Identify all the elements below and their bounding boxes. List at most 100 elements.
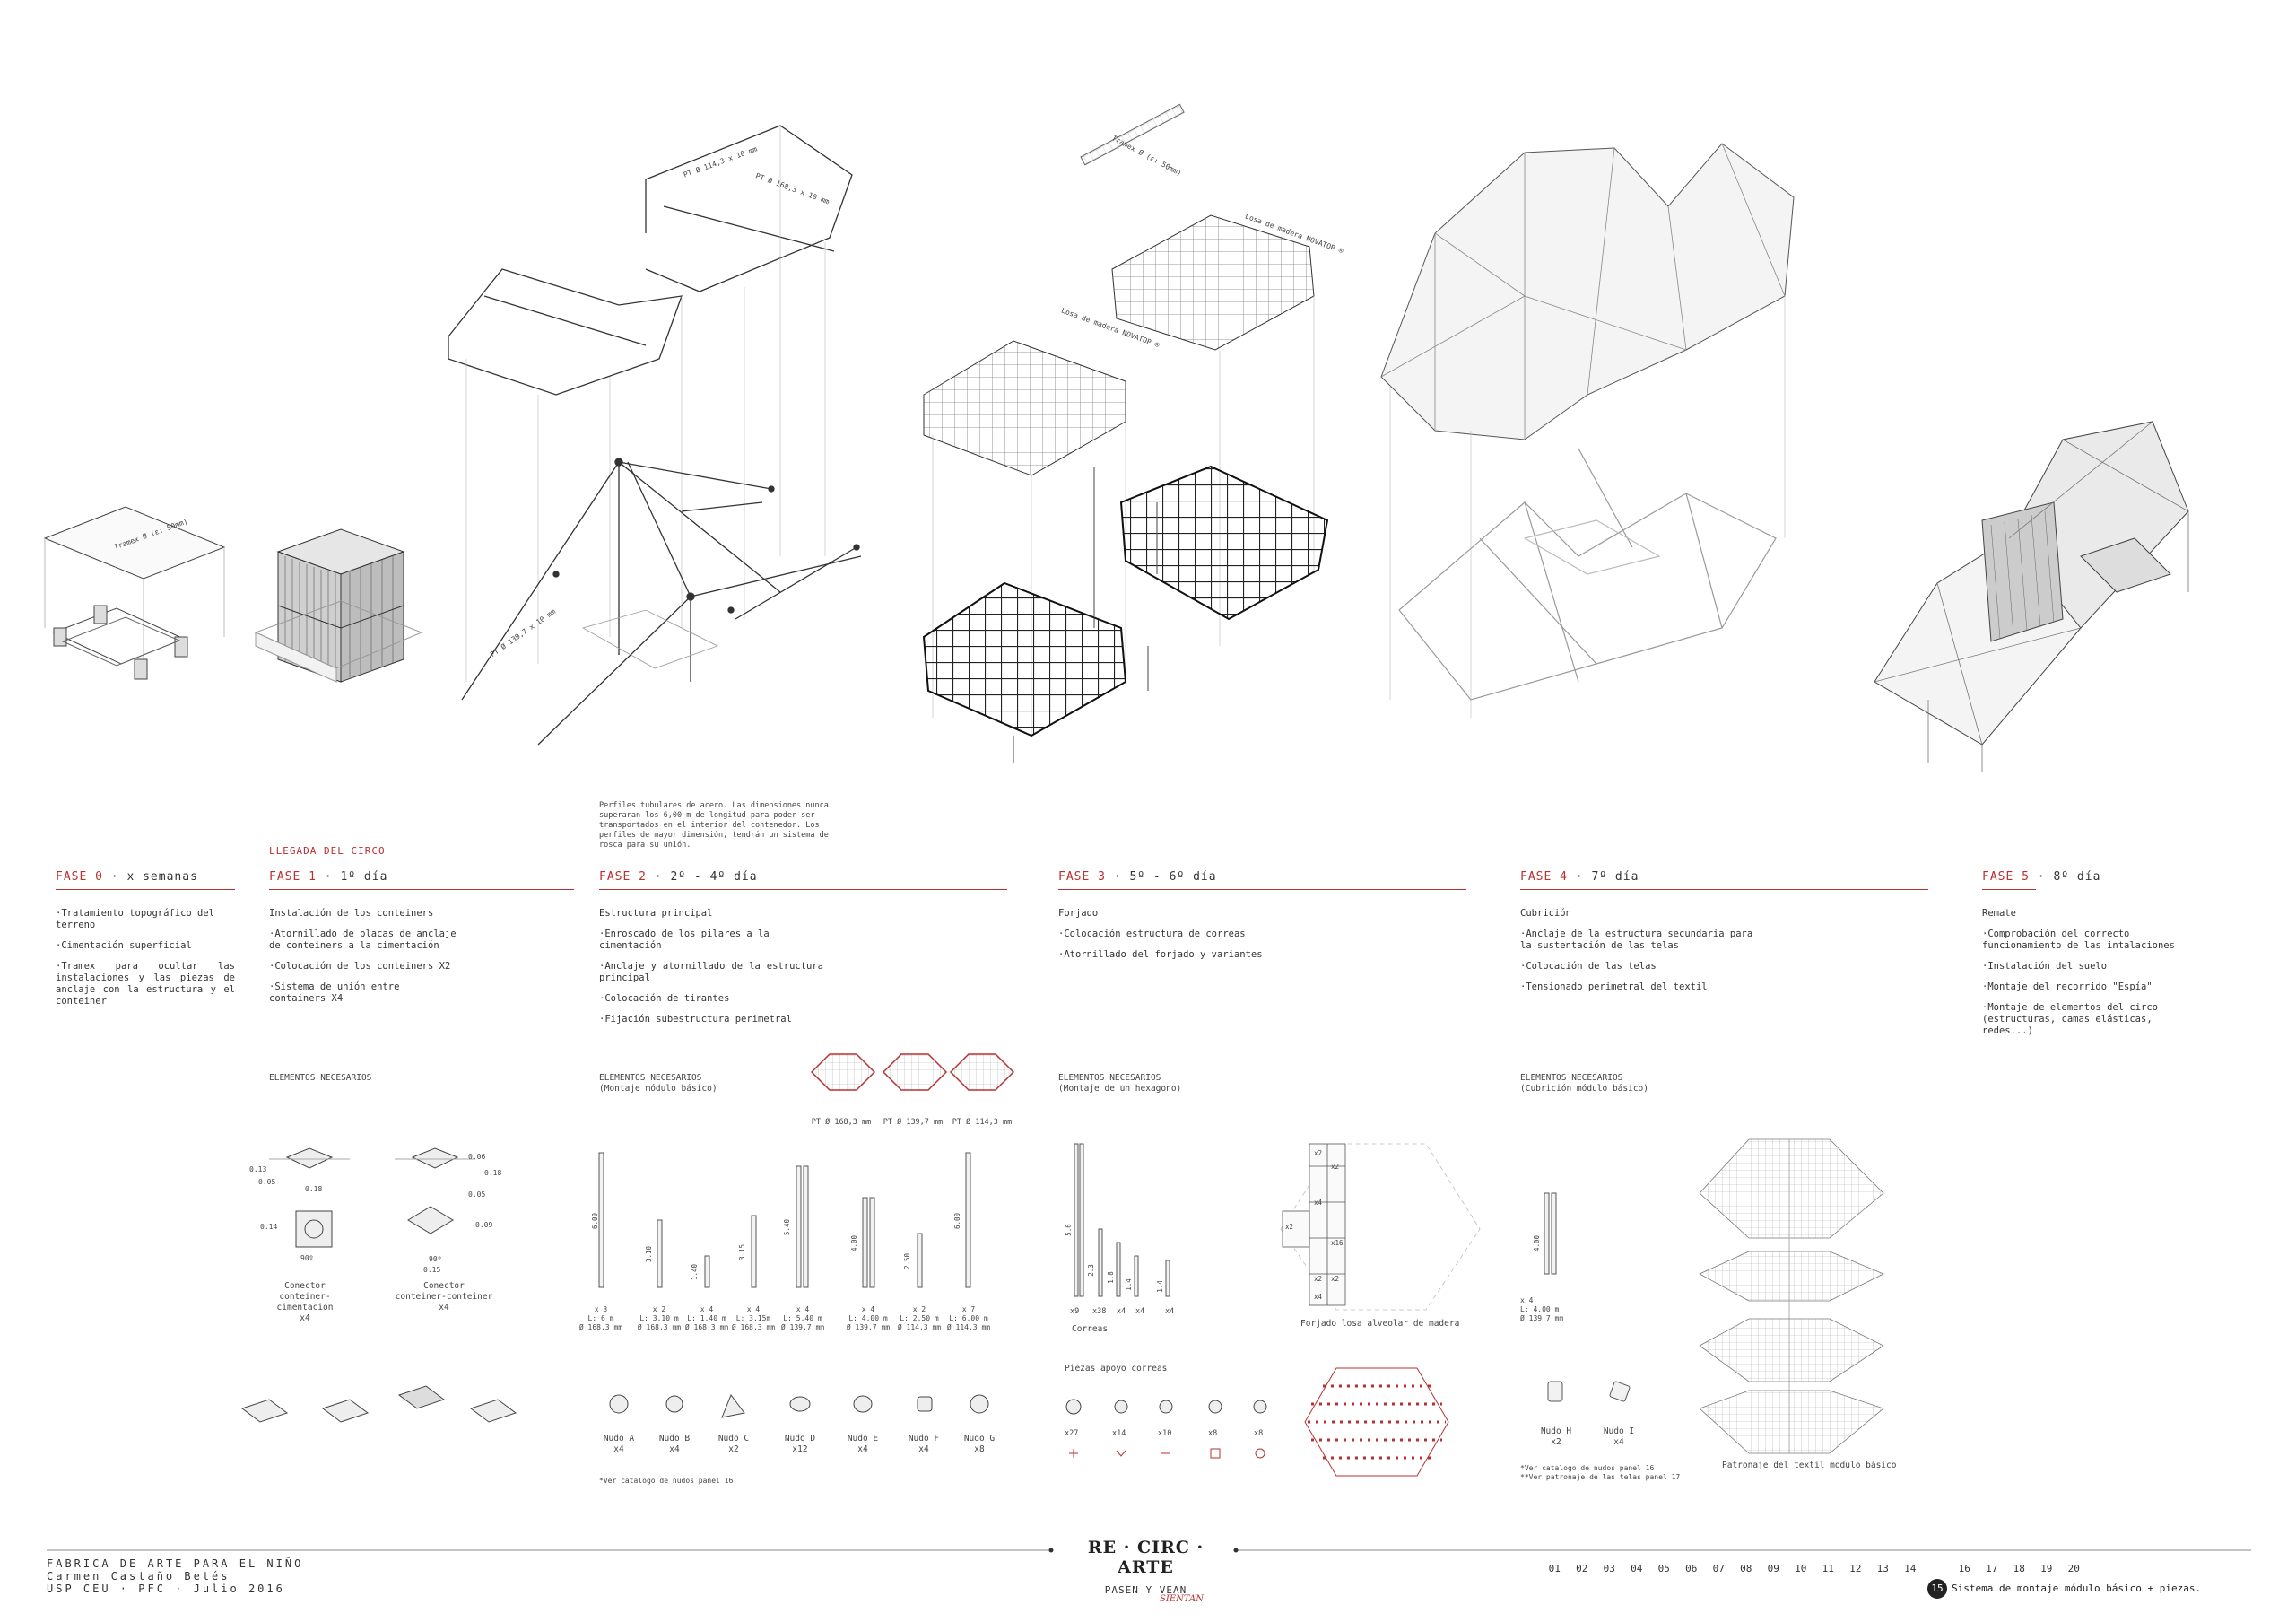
phase-5: FASE 5 · 8º día Remate ·Comprobación del… bbox=[1982, 870, 2206, 1046]
phase-4-rule bbox=[1520, 889, 1928, 890]
tube-length: L: 4.00 m bbox=[848, 1314, 888, 1322]
page-number[interactable]: 09 bbox=[1767, 1563, 1779, 1574]
page-number[interactable]: 06 bbox=[1685, 1563, 1698, 1574]
correa-height: 1.4 bbox=[1155, 1280, 1164, 1293]
phase-2-bullet: ·Anclaje y atornillado de la estructura … bbox=[599, 961, 823, 983]
correa-qty: x4 bbox=[1117, 1307, 1126, 1316]
nudo-name: Nudo H bbox=[1540, 1426, 1572, 1436]
pieza-qty: x8 bbox=[1208, 1429, 1218, 1438]
tube-qty: x 4 bbox=[746, 1305, 761, 1313]
project-title: FABRICA DE ARTE PARA EL NIÑO bbox=[47, 1557, 304, 1570]
page-number[interactable]: 18 bbox=[2013, 1563, 2025, 1574]
page-number[interactable]: 16 bbox=[1958, 1563, 1970, 1574]
page-index: 01 02 03 04 05 06 07 08 09 10 11 12 13 1… bbox=[1541, 1563, 2088, 1599]
page-number[interactable]: 19 bbox=[2040, 1563, 2053, 1574]
nudo-elements bbox=[609, 1393, 989, 1418]
correa-qty: x38 bbox=[1092, 1307, 1107, 1316]
cubricion-tube-label: x 4 L: 4.00 m Ø 139,7 mm bbox=[1520, 1296, 1592, 1323]
connector-qty: x4 bbox=[439, 1303, 449, 1312]
pieza-qty: x27 bbox=[1065, 1429, 1079, 1438]
elementos-4-title: ELEMENTOS NECESARIOS bbox=[1520, 1073, 1623, 1083]
page-number-current[interactable]: 15 bbox=[1927, 1579, 1947, 1599]
page-number[interactable]: 10 bbox=[1795, 1563, 1807, 1574]
page-number[interactable]: 04 bbox=[1631, 1563, 1643, 1574]
logo: RE · CIRC · ARTE PASEN Y VEAN SIENTAN bbox=[1058, 1538, 1233, 1604]
phase-2-time: 2º - 4º día bbox=[670, 870, 758, 884]
page-number[interactable]: 11 bbox=[1822, 1563, 1834, 1574]
tube-diameter: Ø 114,3 mm bbox=[897, 1323, 942, 1331]
forjado-cell: x2 bbox=[1285, 1223, 1294, 1231]
phase-2: FASE 2 · 2º - 4º día Estructura principa… bbox=[599, 870, 1007, 1034]
tube-height: 3.10 bbox=[645, 1245, 654, 1263]
piezas-title: Piezas apoyo correas bbox=[1065, 1364, 1168, 1373]
cubricion-tube-height: 4.00 bbox=[1533, 1234, 1542, 1252]
nudo-qty: x4 bbox=[857, 1444, 868, 1454]
page-number[interactable]: 17 bbox=[1986, 1563, 1998, 1574]
logo-text: RE · CIRC · ARTE bbox=[1087, 1538, 1205, 1577]
nudo-qty: x2 bbox=[728, 1444, 739, 1454]
tube-label: x 4 L: 4.00 m Ø 139,7 mm bbox=[841, 1305, 895, 1332]
tube-diameter: Ø 168,3 mm bbox=[578, 1323, 623, 1331]
forjado-cell: x2 bbox=[1314, 1149, 1323, 1157]
page-number[interactable]: 20 bbox=[2067, 1563, 2080, 1574]
page-number[interactable]: 01 bbox=[1548, 1563, 1561, 1574]
phase-5-bullet: ·Instalación del suelo bbox=[1982, 961, 2108, 972]
page-number[interactable]: 08 bbox=[1740, 1563, 1752, 1574]
nudo-qty: x8 bbox=[974, 1444, 985, 1454]
dim-label: 90º bbox=[300, 1254, 314, 1262]
tube-length: L: 6.00 m bbox=[949, 1314, 988, 1322]
phase-0-rule bbox=[56, 889, 235, 890]
tube-length: L: 3.15m bbox=[735, 1314, 771, 1322]
forjado-cell: x2 bbox=[1314, 1275, 1323, 1283]
tube-elements bbox=[598, 1152, 971, 1288]
dim-label: 0.14 bbox=[260, 1223, 278, 1231]
phase-3-time: 5º - 6º día bbox=[1129, 870, 1217, 884]
page-number[interactable]: 12 bbox=[1849, 1563, 1862, 1574]
phase-4-bullet: ·Tensionado perimetral del textil bbox=[1520, 981, 1708, 992]
nudo-qty: x2 bbox=[1551, 1437, 1561, 1447]
dim-label: 0.06 bbox=[468, 1153, 486, 1161]
phase-2-heading: Estructura principal bbox=[599, 908, 713, 919]
page-number[interactable]: 03 bbox=[1603, 1563, 1615, 1574]
phase3-drawing bbox=[922, 103, 1329, 763]
correa-height: 5.6 bbox=[1064, 1224, 1073, 1236]
tube-label: x 7 L: 6.00 m Ø 114,3 mm bbox=[942, 1305, 996, 1332]
forjado-diagram bbox=[1280, 1143, 1481, 1311]
hex-profile-label: PT Ø 168,3 mm bbox=[811, 1118, 872, 1127]
phase-1-heading: Instalación de los conteiners bbox=[269, 908, 434, 919]
phase-4-sep: · bbox=[1575, 870, 1584, 884]
page-number[interactable]: 07 bbox=[1712, 1563, 1725, 1574]
patronaje-diagram bbox=[1699, 1138, 1884, 1454]
forjado-cell: x16 bbox=[1331, 1239, 1344, 1247]
correa-height: 1.8 bbox=[1106, 1271, 1115, 1284]
phase-4-fase: FASE 4 bbox=[1520, 870, 1568, 884]
page-number[interactable]: 13 bbox=[1876, 1563, 1889, 1574]
phase-1-time: 1º día bbox=[340, 870, 388, 884]
page-number[interactable]: 14 bbox=[1904, 1563, 1917, 1574]
nudo-qty: x4 bbox=[1613, 1437, 1624, 1447]
elementos-1-title: ELEMENTOS NECESARIOS bbox=[269, 1073, 372, 1083]
elementos-2-title: ELEMENTOS NECESARIOS bbox=[599, 1073, 702, 1083]
phase-5-bullet: ·Comprobación del correcto funcionamient… bbox=[1982, 929, 2175, 951]
page-number[interactable]: 02 bbox=[1576, 1563, 1588, 1574]
phase-5-sep: · bbox=[2037, 870, 2046, 884]
phase-3: FASE 3 · 5º - 6º día Forjado ·Colocación… bbox=[1058, 870, 1466, 970]
correas-elements bbox=[1074, 1143, 1170, 1297]
forjado-cell: x2 bbox=[1331, 1163, 1340, 1171]
tube-qty: x 2 bbox=[652, 1305, 666, 1313]
tube-height: 4.00 bbox=[850, 1234, 859, 1252]
page-number[interactable]: 05 bbox=[1657, 1563, 1670, 1574]
llegada-label: LLEGADA DEL CIRCO bbox=[269, 845, 386, 857]
tube-label: x 4 L: 1.40 m Ø 168,3 mm bbox=[680, 1305, 734, 1332]
phase-1-sep: · bbox=[324, 870, 333, 884]
phase-3-bullet: ·Colocación estructura de correas bbox=[1058, 929, 1246, 939]
nudo-qty: x4 bbox=[669, 1444, 680, 1454]
forjado-label: Forjado losa alveolar de madera bbox=[1300, 1319, 1460, 1329]
phase-3-fase: FASE 3 bbox=[1058, 870, 1106, 884]
hex-profile-label: PT Ø 114,3 mm bbox=[952, 1118, 1013, 1127]
